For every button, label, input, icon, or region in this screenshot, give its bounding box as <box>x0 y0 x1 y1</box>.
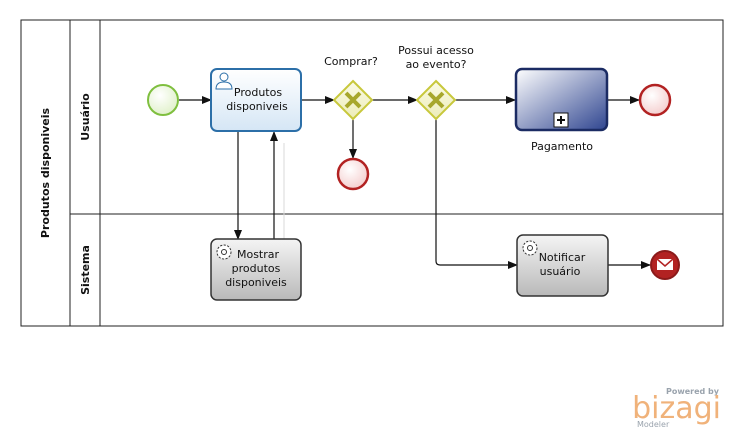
modeler-text: Modeler <box>637 420 670 429</box>
gateway-acesso-label-2: ao evento? <box>406 58 467 71</box>
gateway-acesso[interactable] <box>415 79 457 121</box>
sequence-flows <box>179 96 651 269</box>
start-event[interactable] <box>147 84 179 116</box>
task-produtos-label-1: Produtos <box>234 86 282 99</box>
end-event-comprar[interactable] <box>336 157 370 191</box>
exclusive-x-icon <box>427 91 445 109</box>
subprocess-pagamento-label: Pagamento <box>531 140 593 153</box>
gateway-comprar-label: Comprar? <box>324 55 378 68</box>
subprocess-plus-icon <box>553 112 569 128</box>
task-mostrar-label-2: produtos <box>232 262 281 275</box>
pool-label: Produtos disponiveis <box>39 107 52 238</box>
gear-icon <box>216 244 232 260</box>
message-end-event[interactable] <box>650 250 680 280</box>
gateway-acesso-label-1: Possui acesso <box>398 44 474 57</box>
gateway-comprar[interactable] <box>332 79 374 121</box>
user-icon <box>215 72 233 90</box>
task-produtos-label-2: disponiveis <box>226 100 288 113</box>
powered-by-text: Powered by <box>666 387 720 396</box>
task-mostrar-label-3: disponiveis <box>225 276 287 289</box>
end-event-pagamento[interactable] <box>638 83 672 117</box>
task-produtos-disponiveis[interactable]: Produtos disponiveis <box>210 68 302 132</box>
task-notificar-label-1: Notificar <box>539 251 586 264</box>
task-mostrar-label-1: Mostrar <box>237 248 280 261</box>
bizagi-logo: Powered by bizagi Modeler <box>632 387 721 429</box>
lane-label-sistema: Sistema <box>79 245 92 295</box>
lane-label-usuario: Usuário <box>79 93 92 141</box>
envelope-icon <box>656 258 674 270</box>
flow-acesso-to-notificar[interactable] <box>435 119 518 269</box>
task-mostrar-produtos[interactable]: Mostrar produtos disponiveis <box>210 238 302 301</box>
subprocess-pagamento[interactable] <box>514 67 609 132</box>
gear-icon <box>522 240 538 256</box>
task-notificar-label-2: usuário <box>540 265 581 278</box>
exclusive-x-icon <box>344 91 362 109</box>
bizagi-wordmark: bizagi <box>632 391 721 426</box>
task-notificar-usuario[interactable]: Notificar usuário <box>516 234 609 297</box>
